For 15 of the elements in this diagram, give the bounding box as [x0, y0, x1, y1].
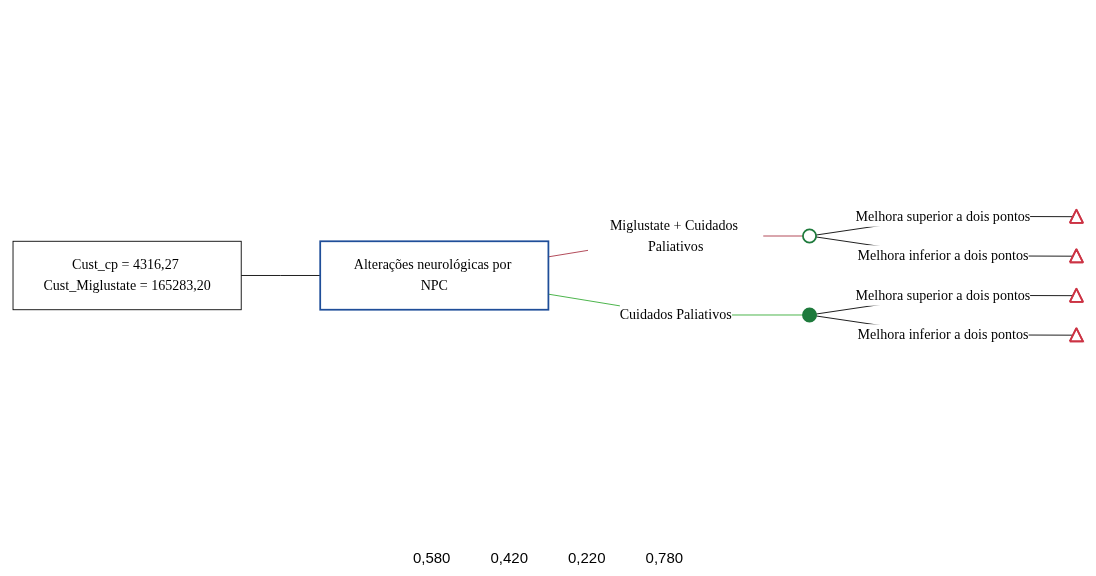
probability-value: 0,580	[412, 549, 451, 566]
edge-label: Miglustate + Cuidados Paliativos	[609, 217, 738, 254]
edge-label: Melhora inferior a dois pontos	[857, 326, 1029, 342]
node-circle	[802, 307, 817, 323]
edge-label: Cuidados Paliativos	[619, 307, 732, 323]
edge-label: Melhora superior a dois pontos	[855, 287, 1031, 303]
edge-label: Melhora inferior a dois pontos	[857, 247, 1029, 263]
probability-value: 0,780	[645, 549, 684, 566]
node-circle	[802, 228, 817, 244]
probability-value: 0,220	[568, 549, 606, 566]
edge-label: Melhora superior a dois pontos	[855, 208, 1031, 224]
probability-value: 0,420	[490, 549, 528, 566]
connector	[240, 275, 321, 276]
node-box: Alterações neurológicas por NPC	[319, 240, 550, 311]
node-box: Cust_cp = 4316,27 Cust_Miglustate = 165283,20	[12, 240, 242, 311]
